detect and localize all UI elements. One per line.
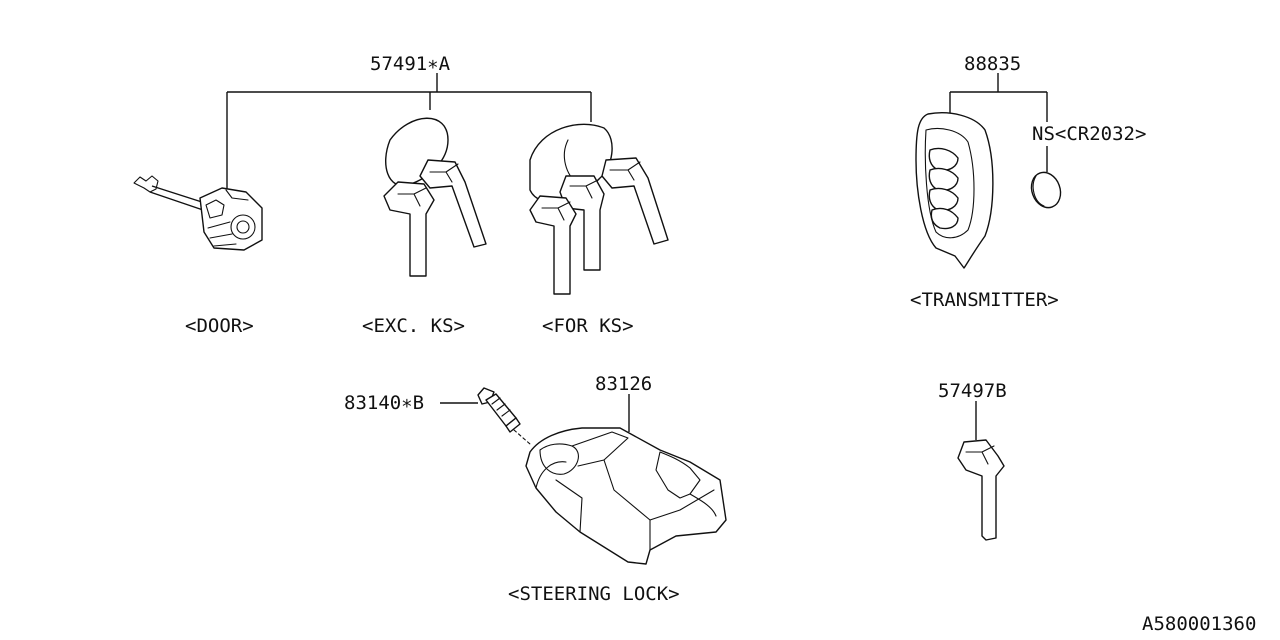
sensor-part-number: 83140∗B <box>344 392 424 414</box>
battery-part-number: NS<CR2032> <box>1032 123 1146 145</box>
single-key-part-number: 57497B <box>938 380 1007 402</box>
exc-ks-keys <box>383 117 487 277</box>
transmitter-part-number: 88835 <box>964 53 1021 75</box>
door-caption: <DOOR> <box>185 315 254 337</box>
sensor-bolt <box>477 387 531 445</box>
battery-coin-cell <box>1030 171 1062 209</box>
single-key <box>957 439 1005 541</box>
transmitter-fob <box>915 112 994 269</box>
transmitter-caption: <TRANSMITTER> <box>910 289 1059 311</box>
for-ks-caption: <FOR KS> <box>542 315 634 337</box>
exc-ks-caption: <EXC. KS> <box>362 315 465 337</box>
steering-lock-part-number: 83126 <box>595 373 652 395</box>
diagram-id: A580001360 <box>1142 613 1256 635</box>
steering-lock-caption: <STEERING LOCK> <box>508 583 680 605</box>
key-set-leader-lines <box>226 73 592 192</box>
for-ks-keys <box>529 123 669 295</box>
door-lock-cylinder <box>133 175 263 251</box>
transmitter-leader-lines <box>949 73 1048 172</box>
steering-lock-housing <box>525 427 727 565</box>
key-set-part-number: 57491∗A <box>370 53 451 75</box>
